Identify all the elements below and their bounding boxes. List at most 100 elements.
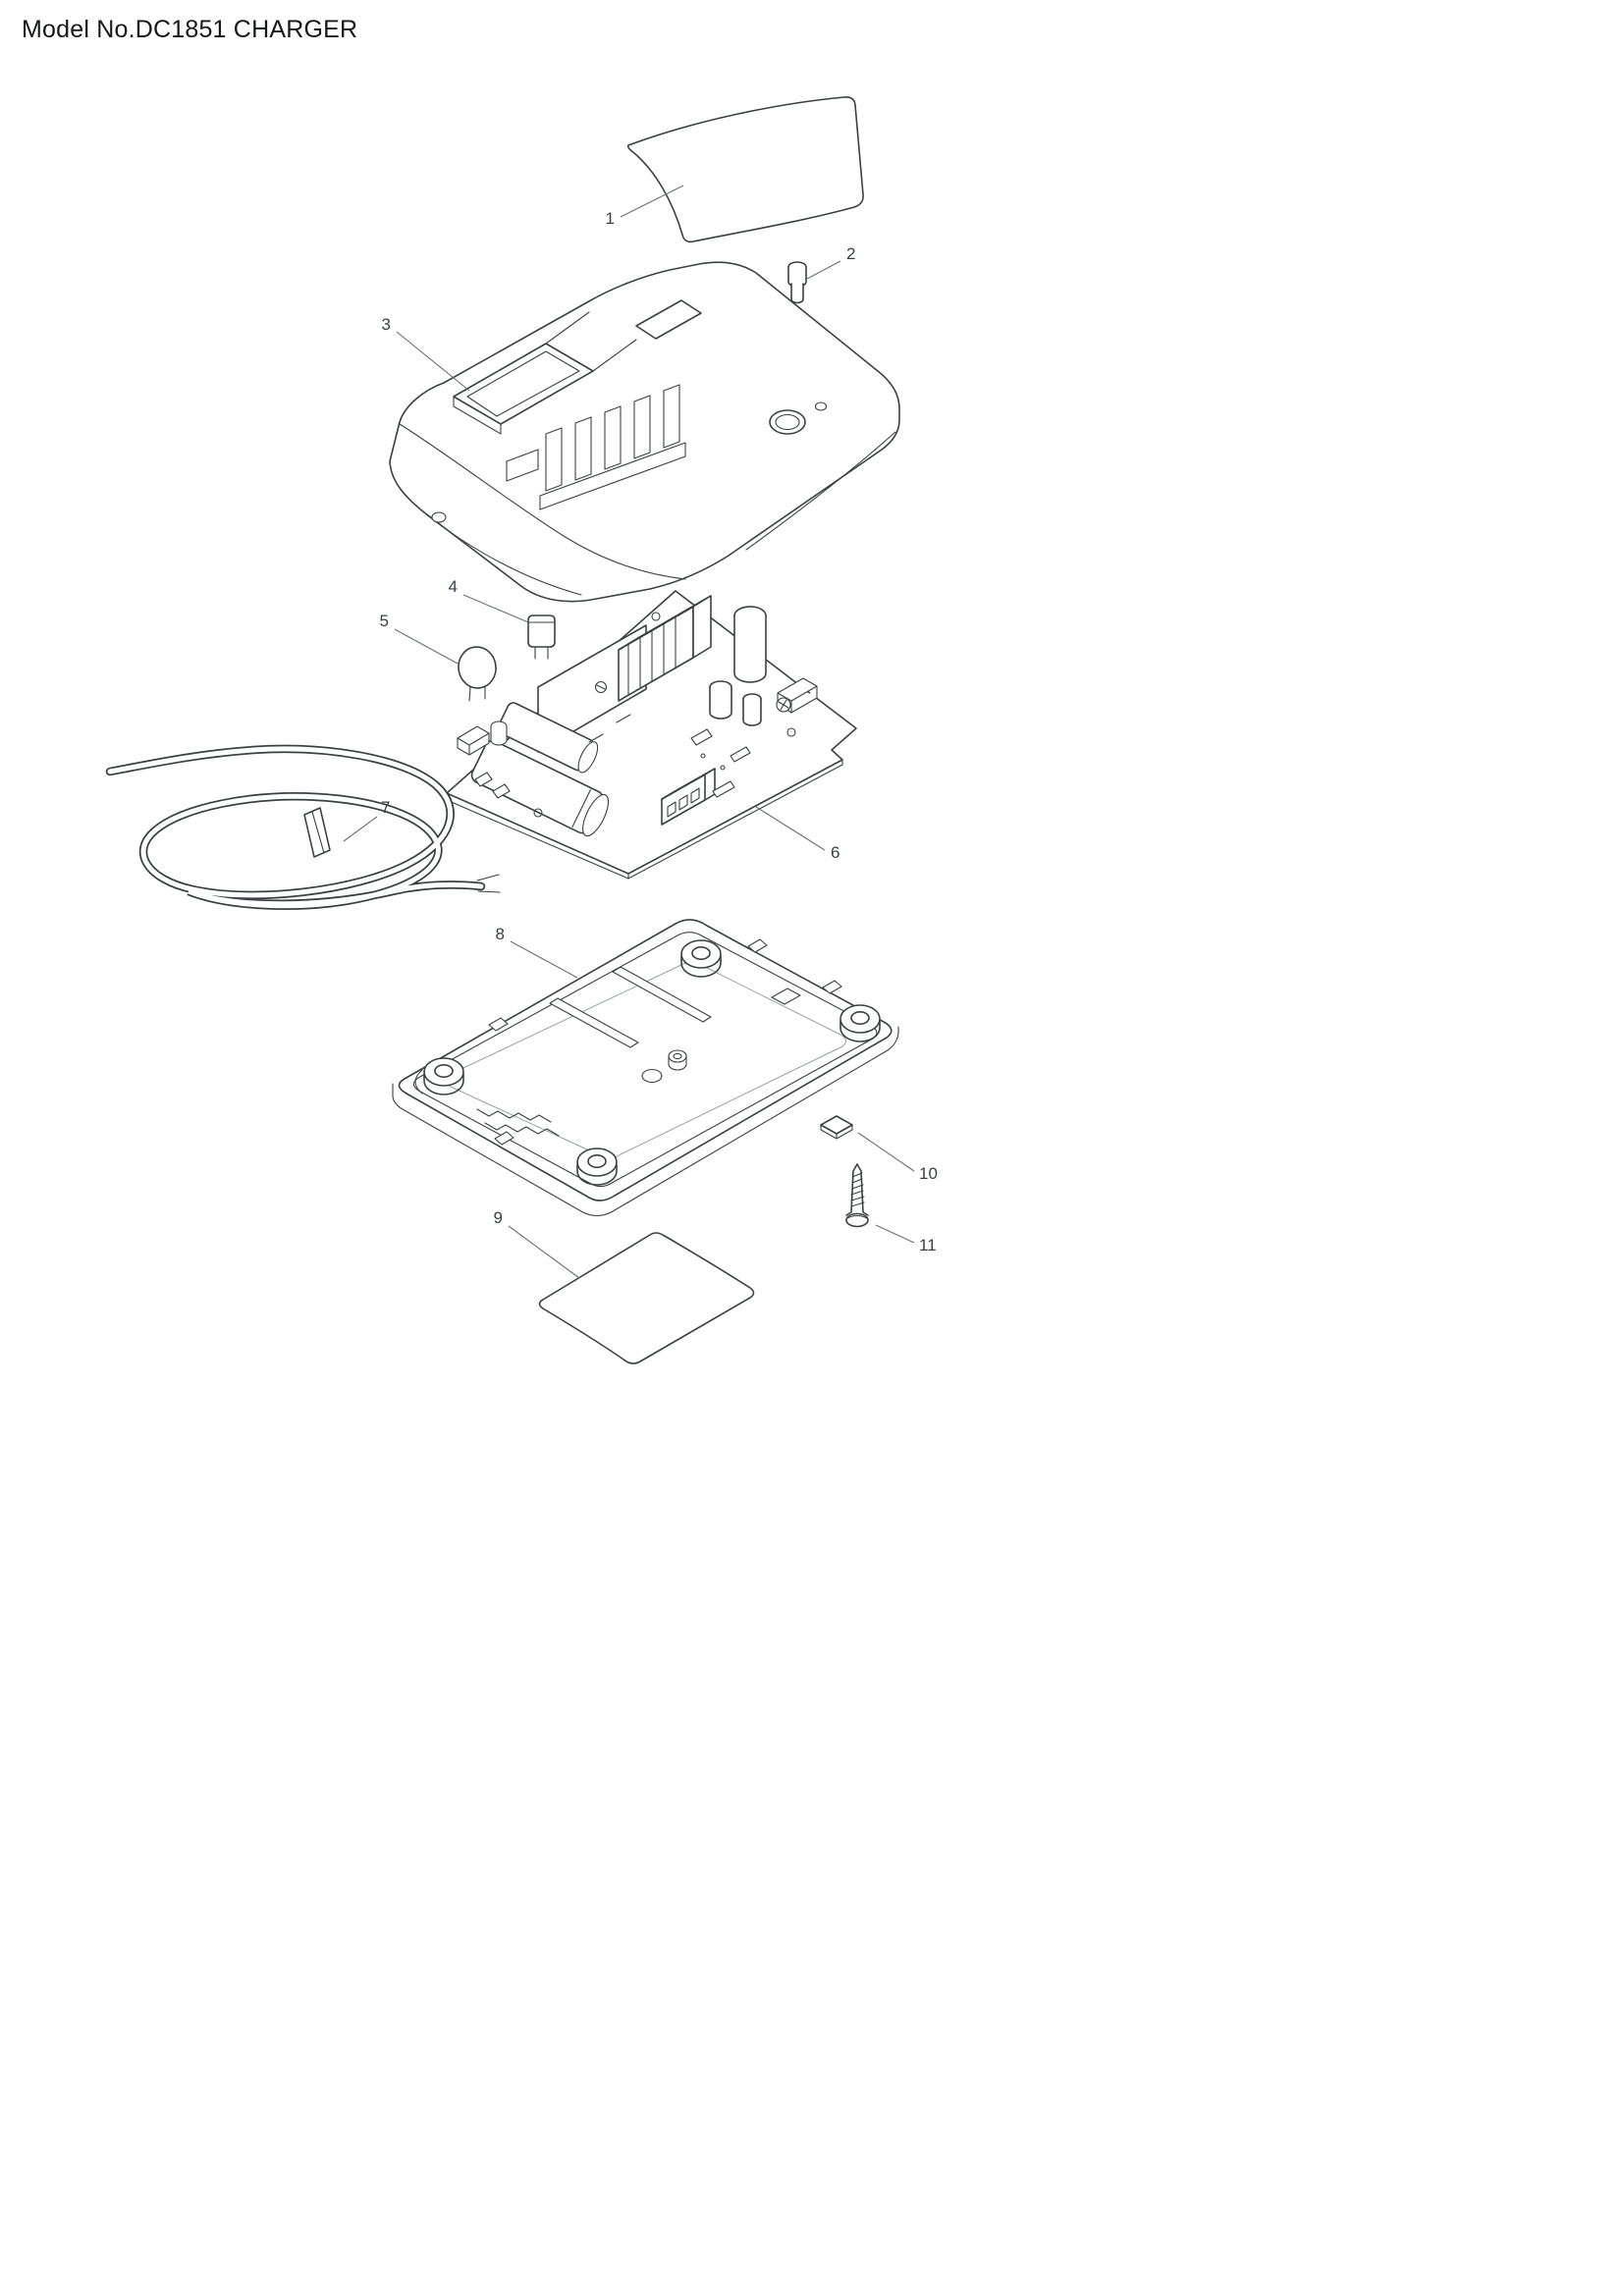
top-slot — [635, 299, 702, 340]
capacitor-cylinder-large — [470, 739, 610, 837]
part-label-sheet-top — [626, 96, 864, 243]
callout-11: 11 — [875, 1224, 937, 1255]
part-pin — [787, 261, 807, 304]
trimmer-cross — [778, 699, 789, 711]
small-relay-left — [457, 725, 490, 756]
part-housing-bottom-case — [392, 919, 899, 1217]
cord-tie-line — [311, 811, 325, 854]
leader-line-5 — [394, 628, 459, 665]
label-sheet-outline — [626, 96, 864, 243]
small-hole — [814, 401, 828, 411]
skirt-recess — [431, 511, 447, 523]
leader-line-1 — [620, 185, 684, 218]
callout-7: 7 — [343, 798, 390, 842]
center-boss-hole — [673, 1052, 682, 1060]
capacitor-leads — [534, 646, 549, 660]
capacitor-med1-body — [709, 686, 732, 720]
rect-cutout — [771, 988, 801, 1005]
disc-leads — [468, 685, 486, 702]
capacitor-med2-body — [742, 698, 762, 726]
part-tapping-screw — [845, 1163, 869, 1228]
indicator-hole — [769, 409, 806, 435]
vent-slot — [506, 449, 539, 482]
base-wall-depth — [392, 1026, 899, 1217]
cord-wire-tips — [476, 874, 501, 893]
callout-number-5: 5 — [380, 612, 389, 630]
leader-line-7 — [343, 816, 378, 842]
plate-screw-slot — [596, 684, 606, 690]
part-label-sheet-bottom — [538, 1232, 755, 1364]
callout-number-4: 4 — [449, 577, 458, 596]
battery-rail-depth — [453, 396, 502, 435]
part-power-cord — [105, 744, 501, 910]
part-film-capacitor — [527, 614, 556, 660]
terminal-fins — [545, 384, 680, 492]
callout-number-3: 3 — [382, 315, 391, 334]
callout-number-10: 10 — [919, 1164, 938, 1183]
disc-body — [458, 646, 497, 689]
callout-10: 10 — [857, 1132, 938, 1183]
callout-9: 9 — [494, 1208, 580, 1279]
callout-4: 4 — [449, 577, 529, 623]
callout-8: 8 — [496, 925, 578, 979]
capacitor-cylinder-rear — [497, 702, 599, 774]
resistors — [690, 728, 751, 798]
center-boss-wall — [668, 1055, 687, 1071]
leader-line-2 — [806, 260, 841, 280]
base-outer-rim — [398, 919, 893, 1201]
mounting-holes — [533, 612, 796, 818]
callout-1: 1 — [606, 185, 684, 228]
capacitor-tall-body — [733, 614, 767, 683]
capacitor-body — [527, 614, 556, 648]
center-boss — [668, 1049, 687, 1063]
corner-wall-arc — [414, 1069, 423, 1095]
pin-shaft — [790, 283, 804, 304]
part-circuit-board — [446, 590, 857, 880]
callout-6: 6 — [755, 806, 839, 862]
screw-shaft — [845, 1163, 869, 1216]
leader-line-9 — [508, 1225, 580, 1279]
leader-line-10 — [857, 1132, 915, 1172]
model-title: Model No.DC1851 CHARGER — [22, 16, 358, 43]
callout-3: 3 — [382, 315, 470, 392]
foot-top — [820, 1115, 853, 1135]
leader-line-4 — [462, 594, 529, 623]
jumper-wires — [588, 714, 631, 743]
housing-creases — [399, 423, 896, 596]
rim-tabs — [488, 938, 842, 1146]
vent-comb — [476, 1108, 560, 1137]
callout-number-8: 8 — [496, 925, 505, 943]
callout-number-6: 6 — [831, 843, 839, 862]
callout-number-2: 2 — [846, 244, 855, 263]
cord-tie-band — [303, 807, 331, 858]
via-dots — [700, 753, 726, 771]
foot-side — [820, 1124, 853, 1140]
transformer-side — [692, 595, 712, 659]
small-cylinder-left-body — [490, 725, 508, 746]
callout-5: 5 — [380, 612, 459, 665]
floor-hole — [641, 1068, 663, 1084]
leader-line-3 — [396, 331, 470, 392]
part-disc-capacitor — [458, 646, 497, 702]
indicator-hole-inner — [775, 413, 800, 431]
base-ribs — [549, 966, 712, 1048]
leader-line-11 — [875, 1224, 915, 1244]
small-chips — [474, 772, 511, 799]
transformer-coil-lines — [627, 616, 677, 696]
terminal-base-plate — [539, 442, 686, 510]
callout-number-11: 11 — [919, 1236, 937, 1255]
roof-ridge-lines — [545, 311, 637, 372]
bottom-sheet-outline — [538, 1232, 755, 1364]
callouts: 1 2 3 4 5 6 7 8 — [343, 185, 938, 1279]
cord-inner — [107, 746, 484, 909]
part-housing-top-cover — [389, 261, 900, 603]
leader-line-8 — [510, 940, 578, 979]
screw-threads — [850, 1172, 865, 1207]
leader-line-6 — [755, 806, 826, 851]
callout-number-1: 1 — [606, 209, 615, 228]
connector-slots — [667, 787, 700, 818]
part-rubber-foot — [820, 1115, 853, 1140]
callout-2: 2 — [806, 244, 855, 280]
callout-number-9: 9 — [494, 1208, 503, 1227]
